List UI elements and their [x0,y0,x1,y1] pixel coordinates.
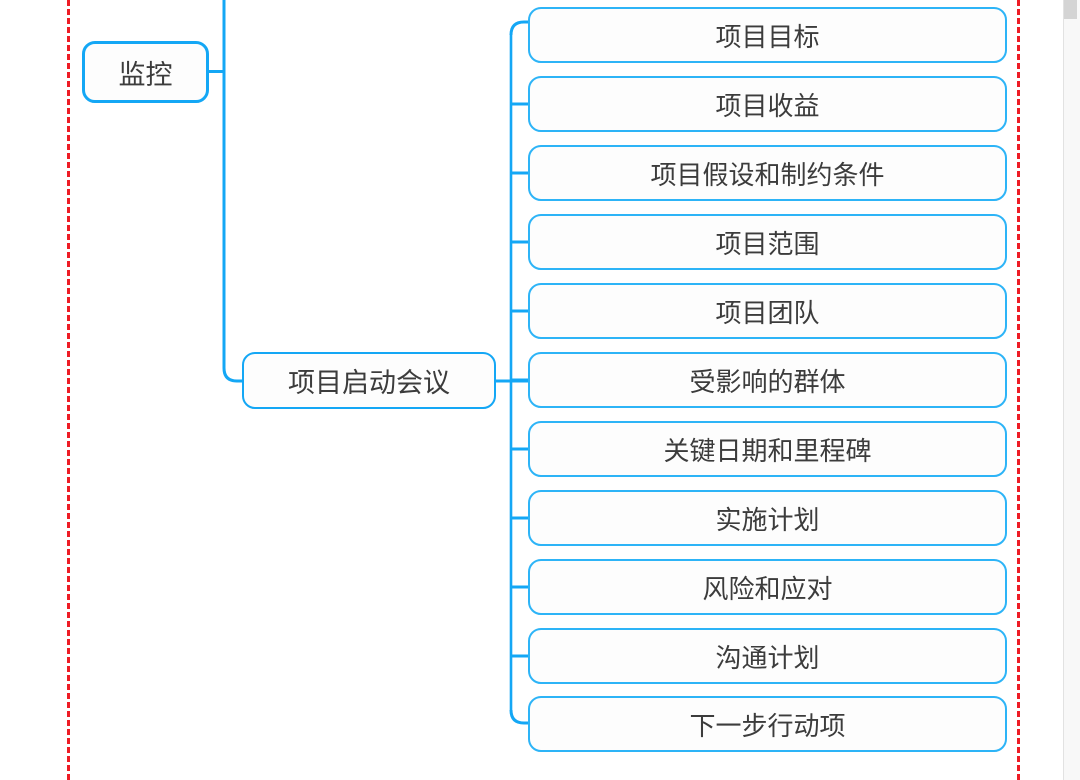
node-leaf-label: 关键日期和里程碑 [663,435,872,466]
leaf-connectors [509,20,529,725]
node-leaf-3[interactable]: 项目假设和制约条件 [528,145,1007,201]
node-root-label: 监控 [118,59,173,90]
node-leaf-11[interactable]: 下一步行动项 [528,696,1007,752]
node-branch-label: 项目启动会议 [288,368,450,398]
node-leaf-7[interactable]: 关键日期和里程碑 [528,421,1007,477]
vertical-scrollbar-track[interactable] [1063,0,1080,780]
node-leaf-label: 实施计划 [715,504,820,535]
node-leaf-6[interactable]: 受影响的群体 [528,352,1007,408]
node-leaf-label: 项目目标 [715,21,820,52]
node-leaf-label: 项目团队 [715,297,820,328]
node-leaf-2[interactable]: 项目收益 [528,76,1007,132]
node-leaf-label: 下一步行动项 [689,710,846,741]
node-leaf-label: 风险和应对 [702,573,833,604]
node-root-jiankong[interactable]: 监控 [82,41,209,103]
node-leaf-1[interactable]: 项目目标 [528,7,1007,63]
node-leaf-label: 项目假设和制约条件 [650,159,885,190]
node-leaf-5[interactable]: 项目团队 [528,283,1007,339]
node-branch-kickoff-meeting[interactable]: 项目启动会议 [242,352,496,409]
node-leaf-label: 受影响的群体 [689,366,846,397]
trunk-line [222,0,243,383]
node-leaf-9[interactable]: 风险和应对 [528,559,1007,615]
node-leaf-4[interactable]: 项目范围 [528,214,1007,270]
node-leaf-label: 项目收益 [715,90,820,121]
vertical-scrollbar-thumb[interactable] [1064,0,1077,19]
selection-guide-right [1017,0,1020,780]
node-leaf-label: 沟通计划 [715,642,820,673]
selection-guide-left [67,0,70,780]
node-leaf-10[interactable]: 沟通计划 [528,628,1007,684]
node-leaf-label: 项目范围 [715,228,820,259]
node-leaf-8[interactable]: 实施计划 [528,490,1007,546]
